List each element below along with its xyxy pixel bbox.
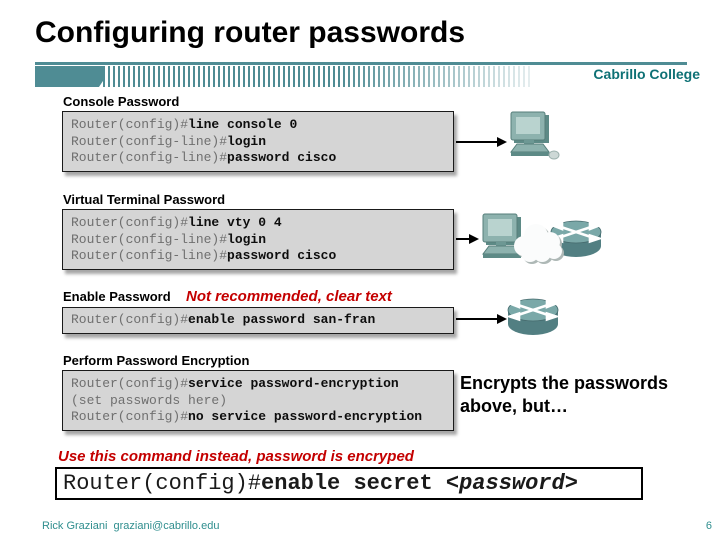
code-line: Router(config)#enable secret <password> <box>63 471 578 496</box>
code-line: Router(config-line)#login <box>71 134 445 151</box>
cli-command: enable secret <box>261 471 446 496</box>
cli-command: line vty 0 4 <box>188 215 282 230</box>
code-line: Router(config-line)#login <box>71 232 445 249</box>
page-number: 6 <box>705 520 712 532</box>
cli-command: service password-encryption <box>188 376 399 391</box>
cli-prompt: Router(config)# <box>71 117 189 132</box>
cli-prompt: Router(config-line)# <box>71 150 228 165</box>
router-icon <box>548 220 604 257</box>
footer-author: Rick Graziani graziani@cabrillo.edu <box>42 520 220 532</box>
code-line: Router(config)#line vty 0 4 <box>71 215 445 232</box>
encryption-side-note: Encrypts the passwords above, but… <box>460 373 669 416</box>
code-line: Router(config)#enable password san-fran <box>71 312 445 329</box>
code-line: Router(config-line)#password cisco <box>71 150 445 167</box>
banner-stripes <box>103 66 531 87</box>
cli-prompt: Router(config)# <box>63 471 262 496</box>
cli-command: password cisco <box>227 150 337 165</box>
cli-prompt: Router(config-line)# <box>71 133 228 149</box>
code-line: Router(config-line)#password cisco <box>71 248 445 265</box>
router-icon <box>505 298 561 335</box>
cli-prompt: Router(config)# <box>71 215 189 230</box>
enable-password-label: Enable Password <box>63 289 171 304</box>
secret-recommendation-note: Use this command instead, password is en… <box>58 448 414 465</box>
banner-top-rule <box>35 62 687 65</box>
cloud-icon <box>514 224 564 264</box>
arrow-right-icon <box>456 314 507 324</box>
cli-command: login <box>227 133 267 149</box>
cli-prompt: Router(config)# <box>71 409 189 424</box>
code-line: (set passwords here) <box>71 393 445 410</box>
cli-command: enable password san-fran <box>188 312 376 327</box>
cli-command: login <box>227 231 267 247</box>
arrow-right-icon <box>456 234 479 244</box>
cli-argument: <password> <box>445 471 578 496</box>
banner-solid-block <box>35 66 113 87</box>
brand-name: Cabrillo College <box>593 66 700 82</box>
cli-prompt: Router(config)# <box>71 376 189 391</box>
code-line: Router(config)#no service password-encry… <box>71 409 445 426</box>
cli-command: password cisco <box>227 248 337 263</box>
console-password-label: Console Password <box>63 94 180 109</box>
code-line: Router(config)#service password-encrypti… <box>71 376 445 393</box>
page-title: Configuring router passwords <box>35 16 466 49</box>
enable-warning-note: Not recommended, clear text <box>186 288 392 305</box>
cli-prompt: (set passwords here) <box>71 392 228 408</box>
cli-prompt: Router(config-line)# <box>71 231 228 247</box>
vty-code-box: Router(config)#line vty 0 4 Router(confi… <box>62 209 454 270</box>
computer-icon <box>482 213 522 258</box>
cli-prompt: Router(config-line)# <box>71 248 228 263</box>
enable-code-box: Router(config)#enable password san-fran <box>62 307 454 334</box>
cli-command: no service password-encryption <box>188 409 423 424</box>
cli-command: line console 0 <box>188 117 298 132</box>
secret-command-box: Router(config)#enable secret <password> <box>55 467 643 500</box>
vty-password-label: Virtual Terminal Password <box>63 192 226 207</box>
console-code-box: Router(config)#line console 0 Router(con… <box>62 111 454 172</box>
computer-icon <box>510 111 560 160</box>
arrow-right-icon <box>456 137 507 147</box>
code-line: Router(config)#line console 0 <box>71 117 445 134</box>
cli-prompt: Router(config)# <box>71 312 189 327</box>
encryption-code-box: Router(config)#service password-encrypti… <box>62 370 454 431</box>
encryption-label: Perform Password Encryption <box>63 353 250 368</box>
